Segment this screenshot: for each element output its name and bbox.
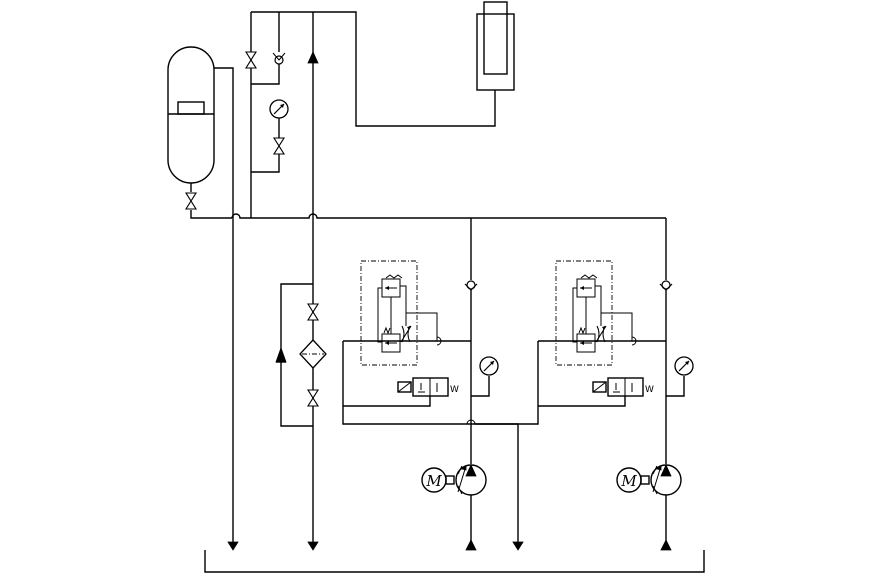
solenoid-spring-label-2: W: [645, 385, 654, 395]
hydraulic-cylinder: [476, 1, 515, 91]
accumulator: [167, 46, 215, 184]
pump-unit-1: W M: [342, 218, 499, 551]
motor-label-1: M: [425, 472, 442, 490]
pump-pressure-gauge-2: [674, 356, 694, 376]
oil-tank: [204, 550, 705, 573]
solenoid-spring-label-1: W: [450, 385, 459, 395]
accumulator-return-line: [214, 67, 234, 545]
accumulator-shutoff-valve: [185, 183, 232, 219]
pump-unit-2: W M: [475, 218, 694, 551]
top-left-shutoff-valve: [245, 51, 257, 69]
solenoid-valve-1: W: [397, 377, 459, 397]
solenoid-valve-2: W: [592, 377, 654, 397]
filter-assembly: [275, 283, 327, 427]
gauge-shutoff-valve: [273, 137, 285, 155]
pump-pressure-gauge-1: [479, 356, 499, 376]
motor-label-2: M: [620, 472, 637, 490]
top-check-valve: [272, 52, 286, 65]
accumulator-pressure-gauge: [269, 99, 289, 119]
